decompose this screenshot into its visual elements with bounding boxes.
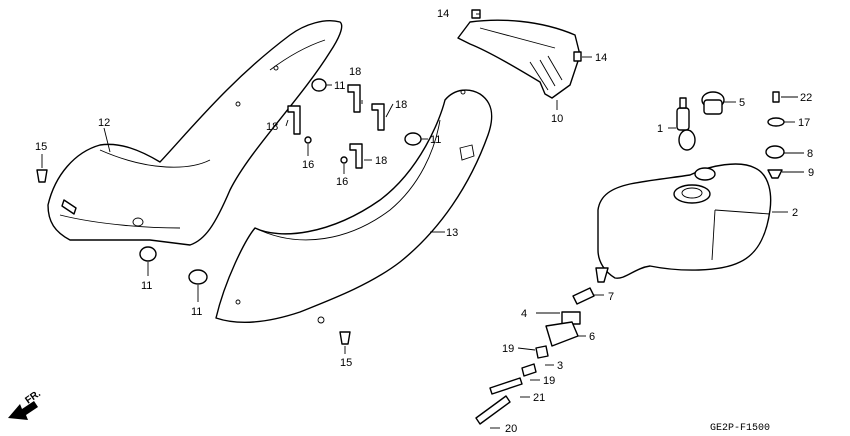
callout-20: 20: [505, 423, 517, 435]
callout-5: 5: [739, 97, 745, 109]
callout-7: 7: [608, 291, 614, 303]
callout-11-top: 11: [334, 80, 345, 92]
callout-15-left: 15: [35, 141, 47, 153]
clips: [287, 84, 385, 169]
fuel-cock-assembly: [475, 287, 595, 425]
small-hardware: [765, 91, 785, 179]
front-arrow-icon: FR.: [8, 388, 43, 420]
callout-11-left: 11: [141, 280, 152, 292]
callout-17: 17: [798, 117, 810, 129]
callout-15-bottom: 15: [340, 357, 352, 369]
callout-16-left: 16: [302, 159, 314, 171]
fuel-tank: [595, 163, 772, 283]
callout-4: 4: [521, 308, 527, 320]
callout-2: 2: [792, 207, 798, 219]
callout-3: 3: [557, 360, 563, 372]
front-label: FR.: [23, 388, 43, 406]
callout-1: 1: [657, 123, 663, 135]
callout-14-left: 14: [437, 8, 449, 20]
callout-19-upper: 19: [502, 343, 514, 355]
fuel-gauge: [676, 97, 696, 151]
callout-13: 13: [446, 227, 458, 239]
callout-11-mid: 11: [430, 134, 441, 146]
grommets: [139, 78, 422, 285]
callout-11-bottom: 11: [191, 306, 202, 318]
callout-10: 10: [551, 113, 563, 125]
callout-18-bottom: 18: [375, 155, 387, 167]
callout-6: 6: [589, 331, 595, 343]
callout-9: 9: [808, 167, 814, 179]
figure-code: GE2P-F1500: [710, 423, 770, 434]
callout-labels: 1 2 3 4 5 6 7 8 9 10 11 11 11 11 12 13 1…: [35, 8, 814, 435]
screws: [36, 136, 351, 345]
callout-18-left: 18: [266, 121, 278, 133]
callout-16-right: 16: [336, 176, 348, 188]
callout-14-right: 14: [595, 52, 607, 64]
callout-21: 21: [533, 392, 545, 404]
callout-12: 12: [98, 117, 110, 129]
callout-18-right: 18: [395, 99, 407, 111]
leader-lines: [41, 13, 804, 429]
callout-8: 8: [807, 148, 813, 160]
callout-18-top: 18: [349, 66, 361, 78]
callout-19-lower: 19: [543, 375, 555, 387]
right-side-cover: [215, 89, 493, 324]
bracket-part: [457, 9, 582, 99]
left-side-cover: [47, 20, 343, 246]
callout-22: 22: [800, 92, 812, 104]
fuel-cap: [701, 91, 725, 115]
